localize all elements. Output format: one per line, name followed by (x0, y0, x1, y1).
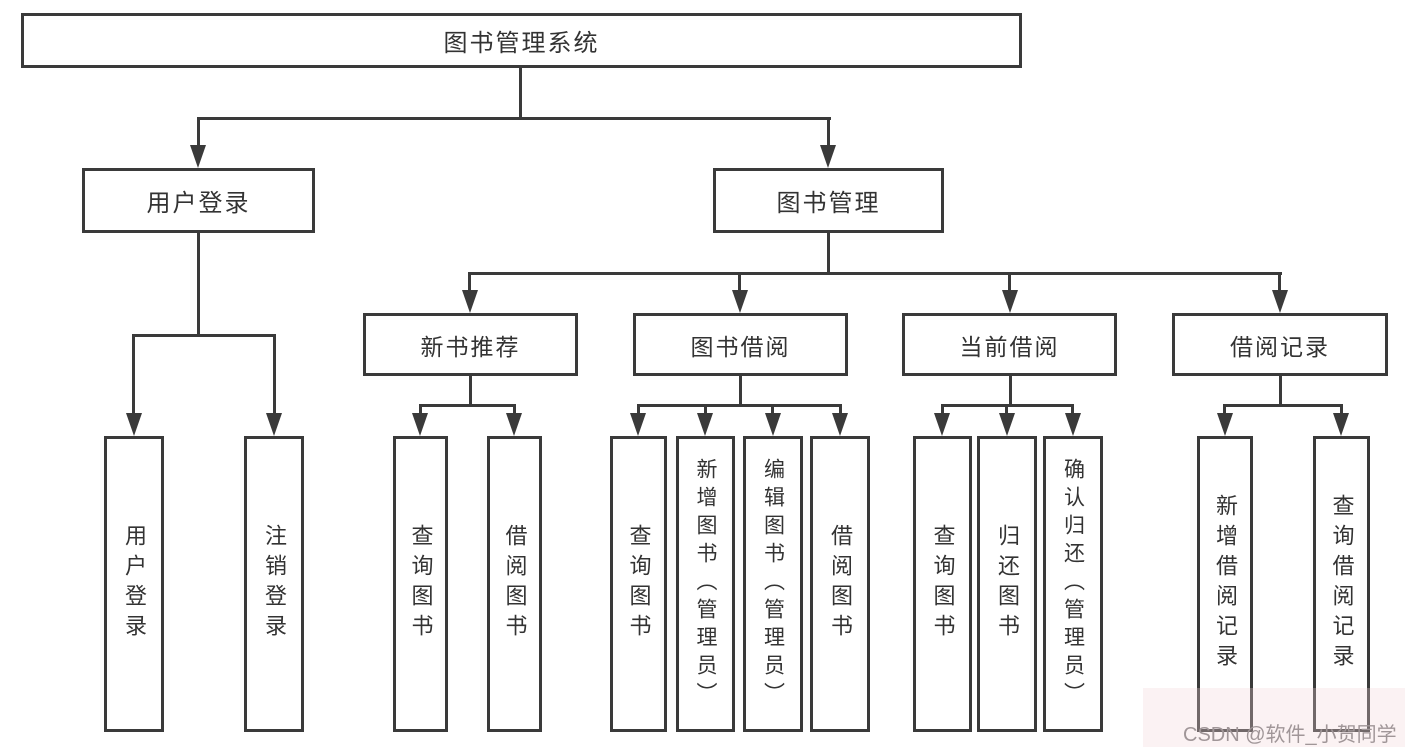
connector-line (704, 404, 707, 415)
arrow-down-icon (126, 413, 142, 436)
leaf-query-borrow-record: 查询借阅记录 (1313, 436, 1370, 732)
leaf-borrow-book: 借阅图书 (810, 436, 870, 732)
leaf-confirm-return-admin: 确认归还（管理员） (1043, 436, 1103, 732)
connector-line (513, 404, 516, 415)
arrow-down-icon (412, 413, 428, 436)
node-book-management: 图书管理 (713, 168, 944, 233)
node-label: 查询借阅记录 (1329, 494, 1355, 674)
arrow-down-icon (1333, 413, 1349, 436)
node-label: 新增借阅记录 (1213, 494, 1238, 674)
connector-line (419, 404, 422, 415)
connector-line (273, 334, 276, 415)
connector-line (468, 272, 1282, 275)
node-label: 当前借阅 (959, 333, 1060, 360)
connector-line (1005, 404, 1008, 415)
arrow-down-icon (462, 290, 478, 313)
connector-line (468, 272, 471, 293)
arrow-down-icon (732, 290, 748, 313)
connector-line (519, 67, 522, 119)
node-user-login: 用户登录 (82, 168, 315, 233)
node-label: 借阅图书 (502, 524, 528, 644)
connector-line (1223, 404, 1226, 415)
arrow-down-icon (266, 413, 282, 436)
connector-line (1223, 404, 1343, 407)
node-borrow-records: 借阅记录 (1172, 313, 1388, 376)
connector-line (738, 272, 741, 293)
node-label: 编辑图书（管理员） (761, 458, 785, 710)
node-label: 图书借阅 (690, 333, 791, 360)
connector-line (1278, 272, 1281, 293)
node-label: 新书推荐 (420, 333, 521, 360)
leaf-logout: 注销登录 (244, 436, 304, 732)
node-label: 归还图书 (995, 524, 1020, 644)
connector-line (197, 117, 831, 120)
node-label: 用户登录 (122, 524, 147, 644)
leaf-add-book-admin: 新增图书（管理员） (676, 436, 735, 732)
arrow-down-icon (1065, 413, 1081, 436)
connector-line (469, 376, 472, 407)
arrow-down-icon (697, 413, 713, 436)
connector-line (1071, 404, 1074, 415)
leaf-user-login: 用户登录 (104, 436, 164, 732)
node-book-borrowing: 图书借阅 (633, 313, 848, 376)
connector-line (839, 404, 842, 415)
connector-line (637, 404, 640, 415)
connector-line (739, 376, 742, 407)
leaf-query-book: 查询图书 (610, 436, 667, 732)
connector-line (197, 233, 200, 337)
arrow-down-icon (1217, 413, 1233, 436)
connector-line (827, 233, 830, 275)
leaf-query-book-recommend: 查询图书 (393, 436, 448, 732)
connector-line (132, 334, 276, 337)
node-label: 注销登录 (262, 524, 287, 644)
arrow-down-icon (630, 413, 646, 436)
arrow-down-icon (506, 413, 522, 436)
node-label: 查询图书 (408, 524, 434, 644)
node-label: 查询图书 (626, 524, 652, 644)
connector-line (1279, 376, 1282, 407)
connector-line (827, 117, 830, 148)
leaf-add-borrow-record: 新增借阅记录 (1197, 436, 1253, 732)
node-label: 借阅图书 (828, 524, 853, 644)
connector-line (637, 404, 842, 407)
node-label: 图书管理系统 (443, 30, 600, 57)
arrow-down-icon (934, 413, 950, 436)
node-label: 确认归还（管理员） (1061, 458, 1085, 710)
node-label: 新增图书（管理员） (694, 458, 717, 710)
node-new-book-recommend: 新书推荐 (363, 313, 578, 376)
arrow-down-icon (999, 413, 1015, 436)
leaf-edit-book-admin: 编辑图书（管理员） (743, 436, 803, 732)
connector-line (419, 404, 516, 407)
arrow-down-icon (832, 413, 848, 436)
arrow-down-icon (190, 145, 206, 168)
arrow-down-icon (1002, 290, 1018, 313)
csdn-watermark: CSDN @软件_小贺同学 (1183, 724, 1397, 746)
leaf-query-current-borrow: 查询图书 (913, 436, 972, 732)
connector-line (197, 117, 200, 148)
connector-line (771, 404, 774, 415)
leaf-return-book: 归还图书 (977, 436, 1037, 732)
connector-line (1009, 376, 1012, 407)
connector-line (1008, 272, 1011, 293)
node-label: 图书管理 (776, 190, 881, 217)
node-label: 用户登录 (146, 190, 251, 217)
node-label: 查询图书 (930, 524, 956, 644)
node-label: 借阅记录 (1230, 333, 1330, 360)
arrow-down-icon (820, 145, 836, 168)
connector-line (941, 404, 944, 415)
connector-line (1340, 404, 1343, 415)
arrow-down-icon (1272, 290, 1288, 313)
arrow-down-icon (765, 413, 781, 436)
leaf-borrow-book-recommend: 借阅图书 (487, 436, 542, 732)
node-root-library-system: 图书管理系统 (21, 13, 1022, 68)
node-current-borrowing: 当前借阅 (902, 313, 1117, 376)
connector-line (132, 334, 135, 415)
